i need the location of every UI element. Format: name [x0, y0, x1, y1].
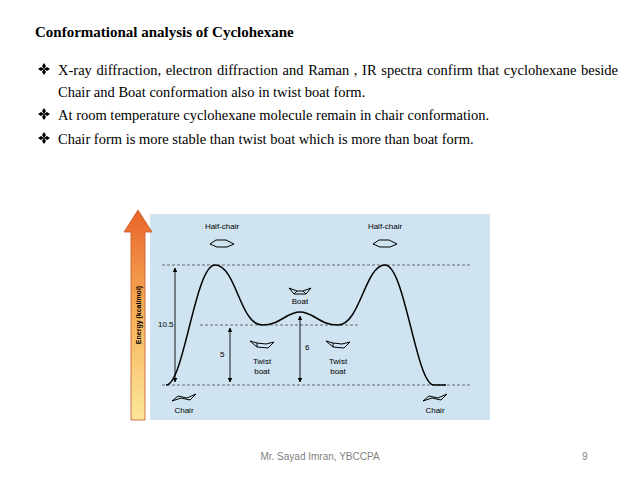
bullet-text: X-ray diffraction, electron diffraction …	[58, 59, 618, 103]
conformer-label: Twist boat	[245, 357, 279, 377]
conformer-icons	[172, 240, 447, 401]
conformer-label: Chair	[174, 406, 193, 415]
page-number: 9	[582, 451, 588, 462]
conformer-label: Boat	[292, 297, 308, 306]
level-lines	[162, 265, 472, 385]
footer-text: Mr. Sayad Imran, YBCCPA	[260, 451, 379, 462]
bullet-text: Chair form is more stable than twist boa…	[58, 128, 618, 150]
energy-value: 5	[220, 350, 224, 359]
bullet-markers	[38, 63, 50, 144]
conformer-label: Half-chair	[368, 222, 402, 231]
slide-title: Conformational analysis of Cyclohexane	[35, 24, 294, 41]
dimension-arrows	[175, 268, 300, 382]
conformer-label: Chair	[425, 406, 444, 415]
energy-value: 6	[305, 343, 309, 352]
conformer-label: Twist boat	[321, 357, 355, 377]
conformer-label: Half-chair	[205, 222, 239, 231]
energy-curve	[166, 265, 446, 385]
energy-value: 10.5	[158, 320, 174, 329]
diagram-panel	[150, 214, 490, 420]
energy-axis-arrow	[124, 210, 152, 420]
axis-label: Energy (kcal/mol)	[135, 286, 142, 344]
bullet-text: At room temperature cyclohexane molecule…	[58, 104, 618, 126]
